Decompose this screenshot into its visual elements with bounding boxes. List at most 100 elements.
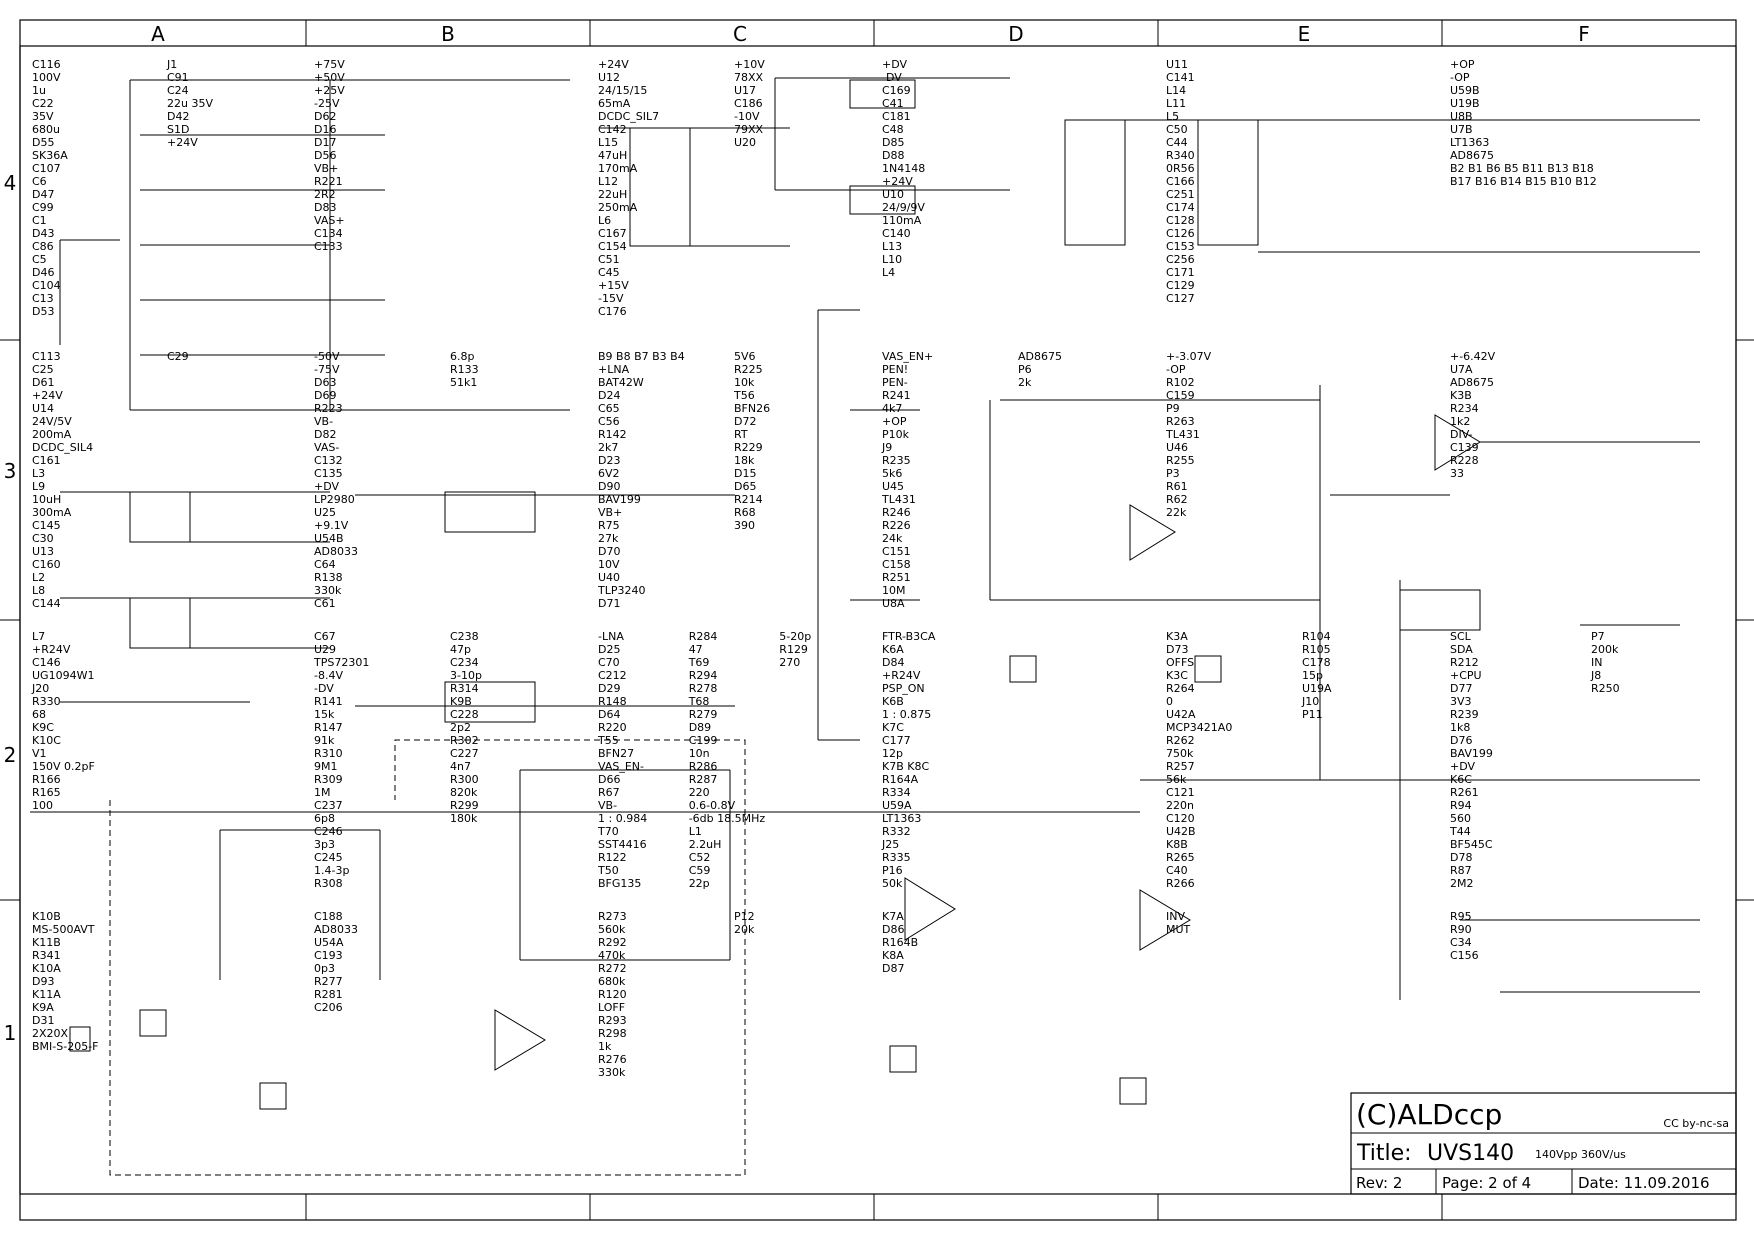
component-label: 2M2 [1450, 877, 1474, 890]
component-label: -DV [882, 71, 902, 84]
component-label: C127 [1166, 292, 1195, 305]
component-label: 220 [689, 786, 710, 799]
component-label: DCDC_SIL4 [32, 441, 93, 454]
component-label: C65 [598, 402, 620, 415]
component-label: R302 [450, 734, 479, 747]
component-label: U11 [1166, 58, 1188, 71]
component-label: K6A [882, 643, 904, 656]
component-label: R261 [1450, 786, 1479, 799]
component-label: 22p [689, 877, 710, 890]
component-label: K6B [882, 695, 904, 708]
component-label: P10k [882, 428, 910, 441]
component-label: -75V [314, 363, 340, 376]
component-label: VB+ [314, 162, 338, 175]
component-label: D85 [882, 136, 904, 149]
component-label: R257 [1166, 760, 1195, 773]
component-label: LT1363 [1450, 136, 1489, 149]
component-label: K7C [882, 721, 904, 734]
column-label-e: E [1298, 22, 1311, 46]
component-label: R251 [882, 571, 911, 584]
component-label: 1 : 0.875 [882, 708, 931, 721]
component-label: T55 [597, 734, 619, 747]
component-label: U19B [1450, 97, 1480, 110]
component-label: C161 [32, 454, 61, 467]
component-label: R120 [598, 988, 627, 1001]
component-label: C91 [167, 71, 189, 84]
component-label: C64 [314, 558, 336, 571]
component-label: K11B [32, 936, 61, 949]
title-block-rev: Rev: 2 [1356, 1174, 1402, 1192]
component-label: C140 [882, 227, 911, 240]
component-label: D70 [598, 545, 620, 558]
component-label: 100 [32, 799, 53, 812]
component-label: C188 [314, 910, 343, 923]
component-label: B17 B16 B14 B15 B10 B12 [1450, 175, 1597, 188]
component-label: L6 [598, 214, 611, 227]
component-label: 22u 35V [167, 97, 213, 110]
component-label: OFFS [1166, 656, 1194, 669]
component-label: VB+ [598, 506, 622, 519]
component-label: R225 [734, 363, 763, 376]
component-label: L15 [598, 136, 618, 149]
component-label: K7A [882, 910, 904, 923]
component-label: C158 [882, 558, 911, 571]
component-label: 270 [779, 656, 800, 669]
component-label: D24 [598, 389, 620, 402]
component-label: UG1094W1 [32, 669, 94, 682]
component-label: C59 [689, 864, 711, 877]
component-label: 300mA [32, 506, 72, 519]
row-label-1: 1 [4, 1021, 17, 1045]
component-label: L4 [882, 266, 895, 279]
component-label: 5V6 [734, 350, 756, 363]
component-label: C51 [598, 253, 620, 266]
component-label: K3C [1166, 669, 1188, 682]
component-label: C120 [1166, 812, 1195, 825]
component-label: C45 [598, 266, 620, 279]
component-label: R341 [32, 949, 61, 962]
component-label: +R24V [32, 643, 71, 656]
component-label: C30 [32, 532, 54, 545]
component-label: R300 [450, 773, 479, 786]
component-label: 15p [1302, 669, 1323, 682]
component-label: R164B [882, 936, 918, 949]
component-label: K9A [32, 1001, 54, 1014]
component-label: 47p [450, 643, 471, 656]
component-label: 22uH [598, 188, 627, 201]
component-label: +9.1V [314, 519, 349, 532]
component-label: C29 [167, 350, 189, 363]
component-label: D66 [598, 773, 620, 786]
component-label: C181 [882, 110, 911, 123]
component-label: VB- [314, 415, 333, 428]
component-label: R335 [882, 851, 911, 864]
component-label: J8 [1590, 669, 1601, 682]
component-label: U25 [314, 506, 336, 519]
component-label: C116 [32, 58, 61, 71]
component-label: D90 [598, 480, 620, 493]
component-label: C13 [32, 292, 54, 305]
component-label: TL431 [881, 493, 916, 506]
component-label: L7 [32, 630, 45, 643]
component-label: +DV [882, 58, 907, 71]
component-label: R148 [598, 695, 627, 708]
component-label: C50 [1166, 123, 1188, 136]
component-label: U7B [1450, 123, 1473, 136]
component-label: 10V [598, 558, 620, 571]
component-label: U12 [598, 71, 620, 84]
component-label: BFN26 [734, 402, 770, 415]
component-label: U7A [1450, 363, 1473, 376]
component-label: C61 [314, 597, 336, 610]
component-label: C141 [1166, 71, 1195, 84]
component-label: +-3.07V [1166, 350, 1212, 363]
component-label: 9M1 [314, 760, 338, 773]
column-label-a: A [151, 22, 165, 46]
component-label: 4n7 [450, 760, 471, 773]
component-label: D89 [689, 721, 711, 734]
component-label: 2X20X [32, 1027, 69, 1040]
component-label: U42B [1166, 825, 1196, 838]
component-label: R332 [882, 825, 911, 838]
component-label: BAV199 [1450, 747, 1493, 760]
component-label: D55 [32, 136, 54, 149]
component-label: 1 : 0.984 [598, 812, 647, 825]
component-label: -LNA [598, 630, 624, 643]
